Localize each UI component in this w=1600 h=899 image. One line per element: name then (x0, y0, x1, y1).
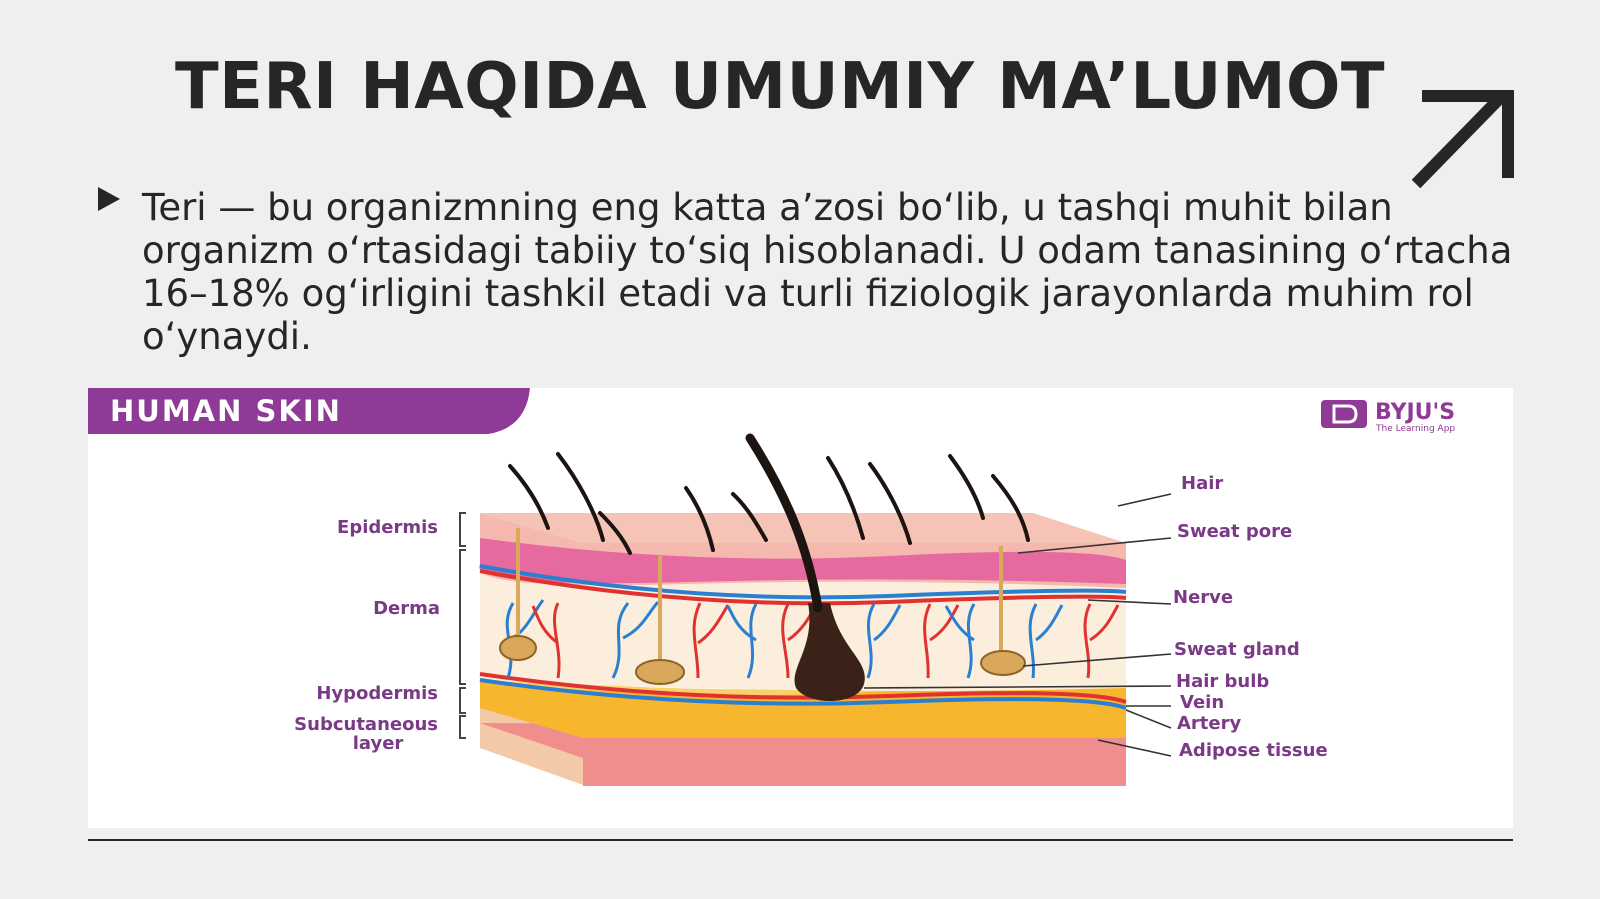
skin-diagram-svg: HUMAN SKIN BYJU'S The Learning App (88, 388, 1455, 786)
hair-shaft-main (745, 433, 823, 613)
vein-line-lower (479, 678, 1127, 710)
bottom-rule (88, 839, 1513, 841)
label-subcutaneous-2: layer (353, 733, 404, 754)
bullet-marker-icon (98, 187, 120, 211)
bullet-text: Teri — bu organizmning eng katta a’zosi … (142, 186, 1513, 358)
leader-lines (863, 493, 1172, 757)
base-layer-front (583, 738, 1126, 786)
vein-line-upper (479, 564, 1127, 600)
banner-shape (88, 388, 530, 434)
slide-title: TERI HAQIDA UMUMIY MA’LUMOT (174, 50, 1386, 124)
label-adipose: Adipose tissue (1179, 740, 1328, 761)
bullet-paragraph: Teri — bu organizmning eng katta a’zosi … (98, 186, 1558, 358)
banner-text: HUMAN SKIN (110, 394, 342, 428)
epidermis-top (480, 513, 1126, 543)
label-sweat-gland: Sweat gland (1174, 639, 1300, 660)
label-subcutaneous-1: Subcutaneous (294, 714, 438, 735)
nerve-line (479, 569, 1127, 606)
epidermis-pink-band (479, 538, 1127, 584)
arrow-up-right-icon (1411, 90, 1514, 189)
label-artery: Artery (1177, 713, 1241, 734)
label-nerve: Nerve (1173, 587, 1233, 608)
label-sweat-pore: Sweat pore (1177, 521, 1292, 542)
hair-bulb (794, 603, 865, 702)
label-epidermis: Epidermis (337, 517, 438, 538)
label-derma: Derma (373, 598, 440, 619)
sweat-glands (499, 528, 1026, 685)
left-brackets (459, 512, 466, 739)
label-hair-bulb: Hair bulb (1176, 671, 1269, 692)
label-hair: Hair (1181, 473, 1223, 494)
skin-block (479, 433, 1127, 786)
surface-hairs (508, 452, 1030, 555)
logo-brand: BYJU'S (1375, 400, 1455, 425)
human-skin-diagram: HUMAN SKIN BYJU'S The Learning App (88, 388, 1513, 828)
byjus-logo: BYJU'S The Learning App (1321, 400, 1455, 434)
logo-tagline: The Learning App (1375, 424, 1455, 434)
vessel-network (505, 599, 1120, 679)
label-hypodermis: Hypodermis (316, 683, 438, 704)
artery-line-lower (479, 672, 1127, 704)
label-vein: Vein (1180, 692, 1224, 713)
